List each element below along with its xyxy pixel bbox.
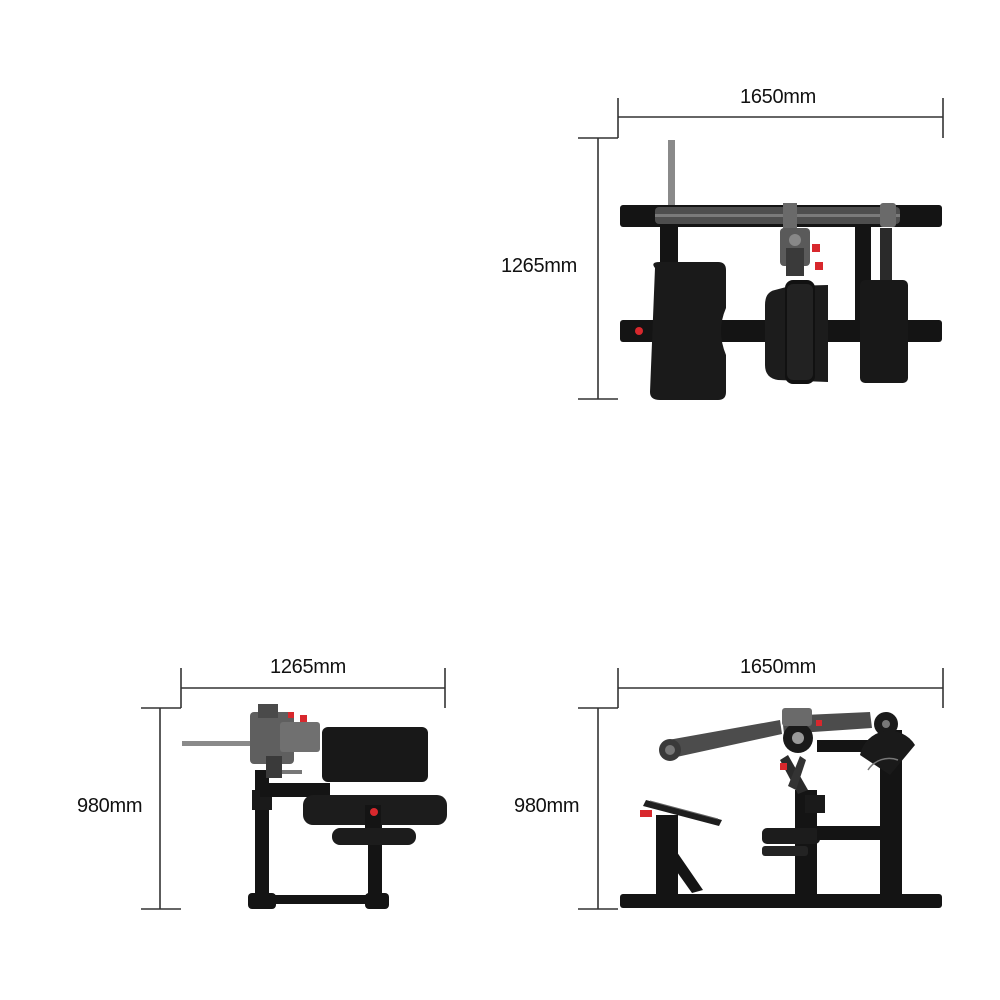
side-view-depth-label: 1265mm [270,656,347,678]
front-view-width-dimension [617,668,944,708]
front-view-height-dimension [578,707,618,910]
side-view-depth-dimension [180,668,446,708]
side-view-height-dimension [141,707,181,910]
front-view-width-label: 1650mm [740,656,817,678]
front-view-machine [620,708,942,908]
front-view-height-label: 980mm [514,795,580,817]
top-view-width-dimension [617,98,944,138]
top-view-depth-dimension [578,137,618,400]
top-view-width-label: 1650mm [740,86,817,108]
side-view-height-label: 980mm [77,795,143,817]
top-view-depth-label: 1265mm [501,255,578,277]
side-view-machine [182,704,447,909]
dimension-lines [141,98,944,910]
top-view-machine [620,140,942,400]
